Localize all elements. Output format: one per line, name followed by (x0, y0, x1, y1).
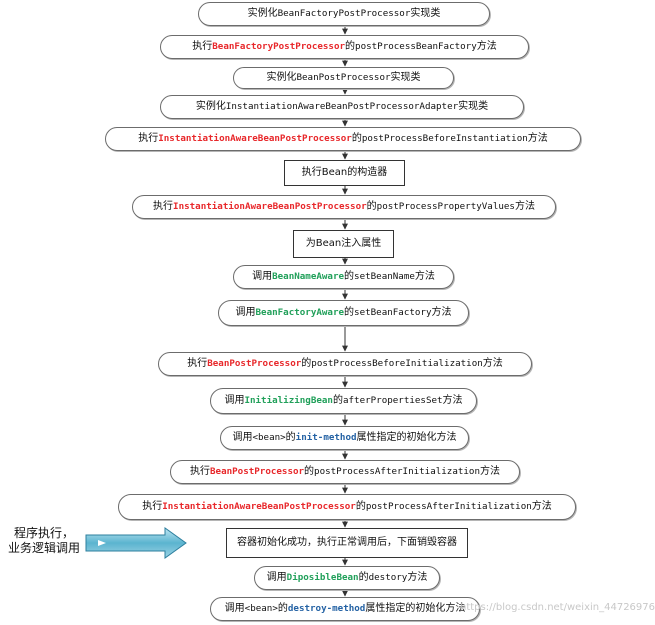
node-3-text-2: BeanPostProcessor (296, 72, 391, 84)
node-13-text-5: 属性指定的初始化方法 (356, 432, 457, 443)
node-2-text-4: postProcessBeanFactory (355, 41, 477, 53)
node-4-text-2: InstantiationAwareBeanPostProcessorAdapt… (225, 101, 459, 113)
node-17-text-5: 方法 (407, 572, 428, 583)
node-11-text-1: 执行 (187, 358, 208, 369)
node-10-text-4: setBeanFactory (354, 307, 432, 319)
node-5-text-2: InstantiationAwareBeanPostProcessor (158, 133, 352, 145)
node-9-text-3: 的 (344, 271, 355, 282)
node-12-text-5: 方法 (442, 395, 463, 406)
node-5-text-3: 的 (351, 133, 362, 144)
node-4-text-1: 实例化 (195, 101, 226, 112)
node-8: 为Bean注入属性 (293, 230, 394, 258)
node-6-text-1: 执行Bean的构造器 (301, 167, 388, 178)
node-17-text-1: 调用 (266, 572, 287, 583)
node-5-text-1: 执行 (138, 133, 159, 144)
side-note-line2: 业务逻辑调用 (7, 541, 80, 555)
side-note: 程序执行， 业务逻辑调用 (4, 526, 84, 556)
node-11-text-2: BeanPostProcessor (207, 358, 302, 370)
node-2-text-1: 执行 (192, 41, 213, 52)
node-12-text-2: InitializingBean (244, 395, 333, 407)
node-18-text-3: 的 (277, 603, 288, 614)
node-9-text-4: setBeanName (354, 271, 415, 283)
node-2-text-5: 方法 (476, 41, 497, 52)
big-right-arrow-icon (85, 527, 187, 559)
node-15-text-4: postProcessAfterInitialization (365, 501, 532, 513)
node-15-text-2: InstantiationAwareBeanPostProcessor (162, 501, 356, 513)
node-14-text-4: postProcessAfterInitialization (314, 466, 480, 478)
node-10-text-2: BeanFactoryAware (255, 307, 345, 319)
side-note-line1: 程序执行， (13, 526, 74, 540)
node-5-text-5: 方法 (527, 133, 548, 144)
node-1-text-3: 实现类 (410, 8, 441, 19)
node-16-text-1: 容器初始化成功，执行正常调用后，下面销毁容器 (237, 537, 457, 548)
node-13-text-1: 调用 (232, 432, 253, 443)
node-7-text-1: 执行 (153, 201, 174, 212)
node-11-text-5: 方法 (482, 358, 503, 369)
node-17-text-2: DiposibleBean (286, 572, 359, 584)
node-18-text-5: 属性指定的初始化方法 (365, 603, 466, 614)
node-17-text-4: destory (368, 572, 408, 584)
node-13-text-3: 的 (285, 432, 296, 443)
node-10-text-5: 方法 (431, 307, 452, 318)
node-13-text-4: init-method (295, 432, 357, 444)
node-2-text-3: 的 (345, 41, 356, 52)
node-6: 执行Bean的构造器 (284, 160, 405, 186)
node-3-text-1: 实例化 (266, 72, 297, 83)
node-17-text-3: 的 (358, 572, 369, 583)
node-9-text-2: BeanNameAware (272, 271, 345, 283)
node-14-text-2: BeanPostProcessor (210, 466, 305, 478)
node-10-text-3: 的 (344, 307, 355, 318)
node-9-text-5: 方法 (414, 271, 435, 282)
node-12-text-4: afterPropertiesSet (342, 395, 443, 407)
node-16: 容器初始化成功，执行正常调用后，下面销毁容器 (226, 528, 468, 558)
node-15-text-3: 的 (355, 501, 366, 512)
node-14-text-1: 执行 (190, 466, 210, 477)
node-18-text-2: <bean> (244, 603, 278, 615)
node-7-text-4: postProcessPropertyValues (376, 201, 515, 213)
node-10-text-1: 调用 (235, 307, 256, 318)
node-4-text-3: 实现类 (458, 101, 489, 112)
node-1-text-1: 实例化 (247, 8, 278, 19)
node-2-text-2: BeanFactoryPostProcessor (212, 41, 346, 53)
node-15-text-1: 执行 (142, 501, 163, 512)
node-7-text-5: 方法 (514, 201, 535, 212)
node-1-text-2: BeanFactoryPostProcessor (277, 8, 411, 20)
node-11-text-3: 的 (301, 358, 312, 369)
node-9-text-1: 调用 (252, 271, 273, 282)
node-7-text-2: InstantiationAwareBeanPostProcessor (173, 201, 367, 213)
node-13-text-2: <bean> (252, 432, 286, 444)
node-15-text-5: 方法 (531, 501, 552, 512)
node-7-text-3: 的 (366, 201, 377, 212)
node-18-text-4: destroy-method (287, 603, 366, 615)
node-8-text-1: 为Bean注入属性 (305, 238, 382, 249)
node-14-text-3: 的 (304, 466, 315, 477)
node-14-text-5: 方法 (480, 466, 500, 477)
node-12-text-3: 的 (332, 395, 343, 406)
node-11-text-4: postProcessBeforeInitialization (311, 358, 483, 370)
node-18-text-1: 调用 (224, 603, 245, 614)
node-12-text-1: 调用 (224, 395, 245, 406)
node-5-text-4: postProcessBeforeInstantiation (361, 133, 528, 145)
node-3-text-3: 实现类 (390, 72, 421, 83)
